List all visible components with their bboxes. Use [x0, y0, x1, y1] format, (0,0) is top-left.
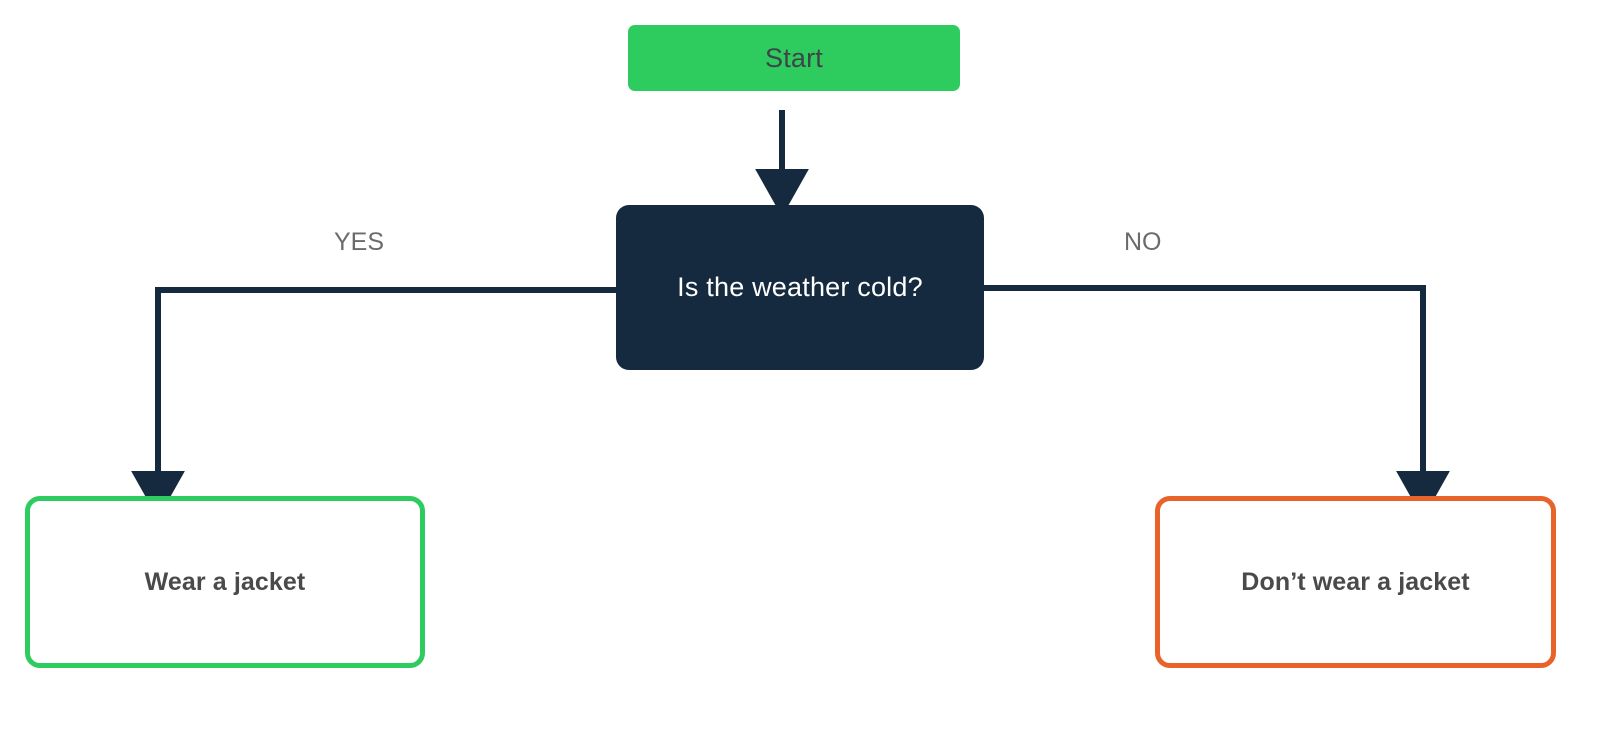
node-outcome-dont-wear-jacket[interactable]: Don’t wear a jacket	[1155, 496, 1556, 668]
node-decision-weather-cold[interactable]: Is the weather cold?	[616, 205, 984, 370]
node-start-label: Start	[764, 42, 824, 73]
node-start[interactable]: Start	[628, 25, 960, 91]
node-outcome-dont-wear-jacket-label: Don’t wear a jacket	[1241, 567, 1470, 596]
edge-label-no: NO	[1124, 228, 1162, 256]
node-decision-label: Is the weather cold?	[677, 272, 923, 302]
edge-decision-to-no	[984, 285, 1450, 519]
edge-decision-to-yes	[131, 287, 616, 519]
edge-label-yes: YES	[334, 228, 385, 256]
node-outcome-wear-jacket[interactable]: Wear a jacket	[25, 496, 425, 668]
node-outcome-wear-jacket-label: Wear a jacket	[144, 567, 306, 596]
